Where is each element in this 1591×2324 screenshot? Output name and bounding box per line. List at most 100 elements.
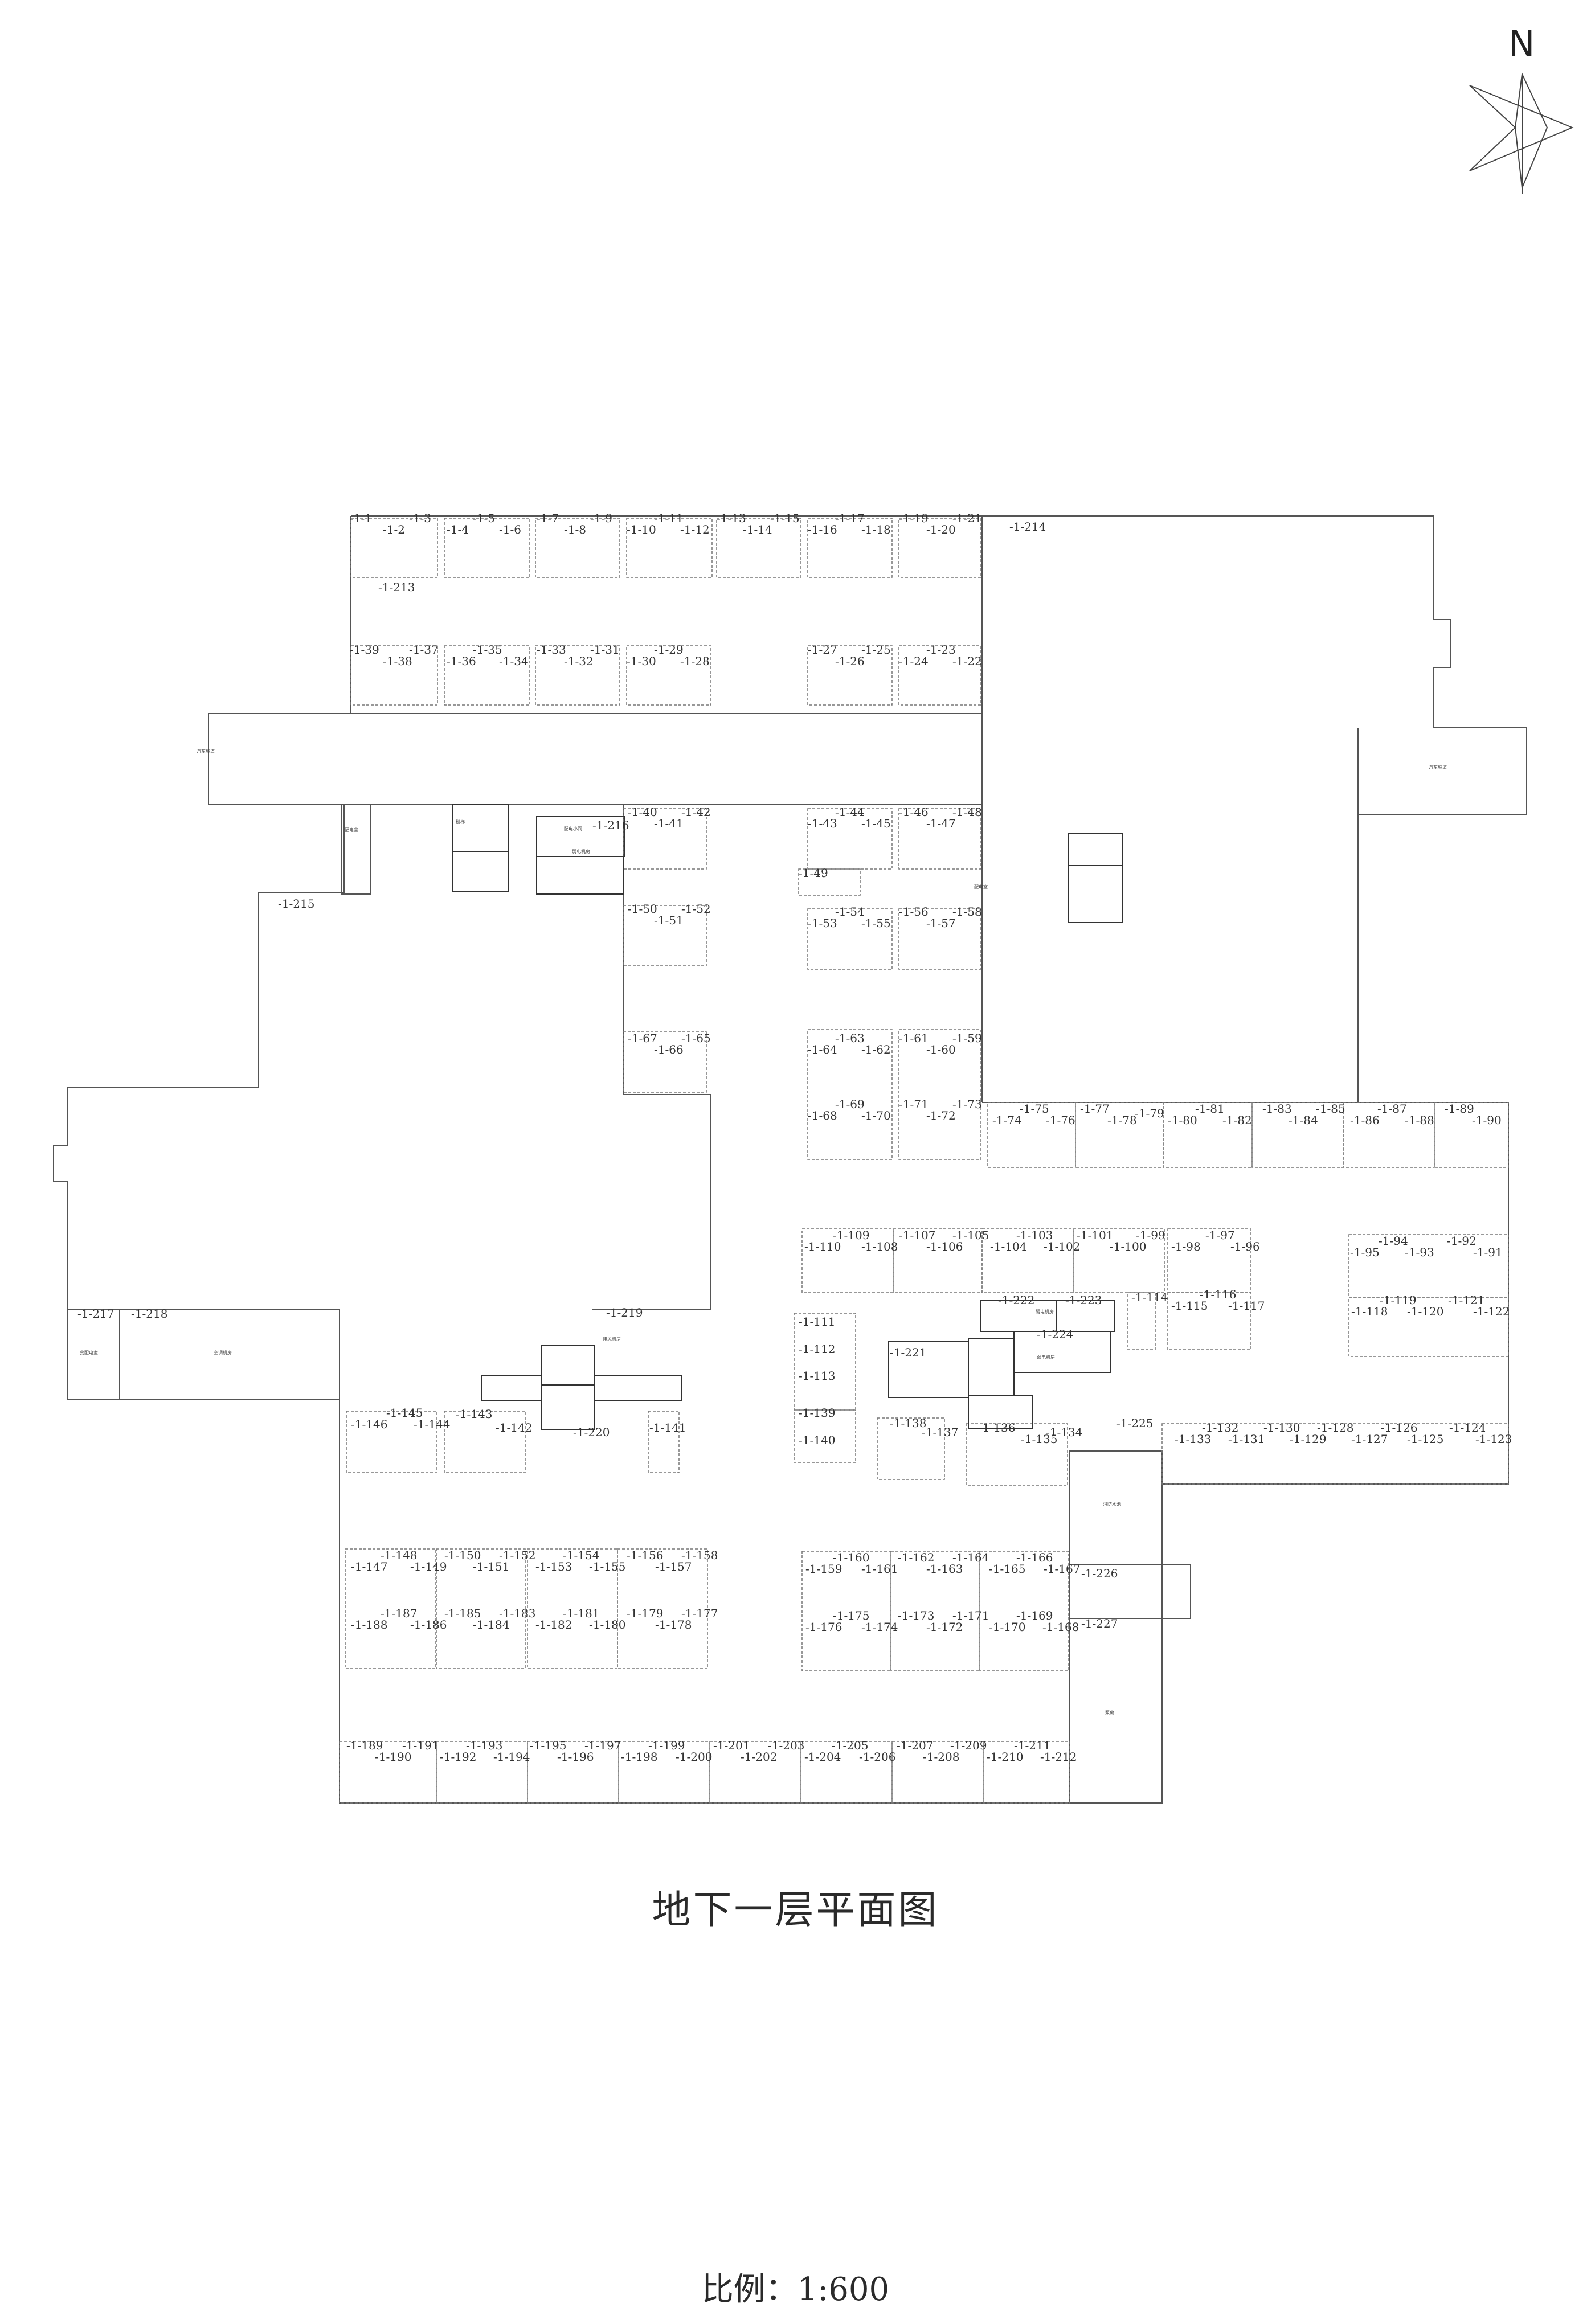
unit-label: -1-79 (1135, 1106, 1164, 1120)
unit-label: -1-154 (563, 1548, 599, 1562)
unit-label: -1-150 (444, 1548, 481, 1562)
unit-label: -1-188 (351, 1618, 387, 1632)
unit-label: -1-8 (564, 523, 586, 536)
unit-label: -1-28 (680, 654, 710, 668)
svg-text:弱电机房: 弱电机房 (572, 849, 590, 854)
unit-label: -1-66 (654, 1043, 684, 1056)
unit-label: -1-43 (808, 817, 837, 830)
unit-label: -1-171 (952, 1609, 989, 1622)
unit-label: -1-81 (1195, 1102, 1225, 1116)
unit-label: -1-142 (496, 1421, 532, 1434)
north-label: N (1508, 23, 1535, 64)
unit-label: -1-27 (808, 643, 837, 657)
unit-label: -1-34 (499, 654, 529, 668)
unit-label: -1-3 (409, 511, 431, 525)
unit-label: -1-147 (351, 1560, 387, 1573)
unit-label: -1-190 (375, 1750, 411, 1764)
unit-label: -1-93 (1405, 1245, 1434, 1259)
unit-label: -1-82 (1222, 1113, 1252, 1127)
unit-label: -1-50 (628, 902, 657, 916)
unit-label: -1-51 (654, 913, 684, 927)
unit-label: -1-114 (1131, 1290, 1168, 1304)
unit-label: -1-41 (654, 817, 684, 830)
unit-label: -1-4 (447, 523, 469, 536)
svg-text:配电小间: 配电小间 (564, 826, 582, 831)
unit-label: -1-120 (1407, 1305, 1443, 1318)
unit-label: -1-71 (899, 1097, 929, 1111)
unit-label: -1-16 (808, 523, 837, 536)
unit-label: -1-177 (681, 1606, 718, 1620)
north-arrow-icon (1469, 72, 1574, 194)
unit-label: -1-127 (1351, 1432, 1388, 1446)
unit-label: -1-91 (1473, 1245, 1503, 1259)
unit-label: -1-20 (926, 523, 956, 536)
unit-label: -1-101 (1077, 1228, 1113, 1242)
unit-label: -1-22 (952, 654, 982, 668)
unit-label: -1-90 (1472, 1113, 1502, 1127)
unit-label: -1-88 (1405, 1113, 1434, 1127)
unit-label: -1-76 (1046, 1113, 1075, 1127)
unit-label: -1-119 (1380, 1293, 1416, 1307)
unit-label: -1-134 (1046, 1425, 1082, 1439)
unit-label: -1-86 (1350, 1113, 1380, 1127)
unit-label: -1-224 (1037, 1327, 1073, 1341)
unit-label: -1-192 (440, 1750, 476, 1764)
unit-label: -1-141 (649, 1421, 686, 1434)
unit-label: -1-14 (743, 523, 772, 536)
unit-label: -1-57 (926, 916, 956, 930)
unit-label: -1-165 (989, 1562, 1025, 1576)
unit-label: -1-155 (589, 1560, 625, 1573)
unit-label: -1-220 (573, 1425, 610, 1439)
unit-label: -1-184 (473, 1618, 509, 1632)
svg-text:楼梯: 楼梯 (456, 819, 465, 825)
unit-label: -1-113 (799, 1369, 835, 1383)
unit-label: -1-111 (799, 1315, 835, 1329)
unit-label: -1-107 (899, 1228, 935, 1242)
unit-label: -1-39 (350, 643, 379, 657)
unit-label: -1-44 (835, 805, 865, 819)
unit-label: -1-167 (1044, 1562, 1080, 1576)
unit-label: -1-186 (410, 1618, 447, 1632)
unit-label: -1-206 (859, 1750, 895, 1764)
unit-label: -1-17 (835, 511, 865, 525)
unit-label: -1-19 (899, 511, 929, 525)
unit-label: -1-97 (1205, 1228, 1235, 1242)
unit-label: -1-33 (537, 643, 566, 657)
unit-label: -1-122 (1473, 1305, 1510, 1318)
unit-label: -1-121 (1448, 1293, 1484, 1307)
unit-label: -1-208 (923, 1750, 959, 1764)
unit-label: -1-87 (1377, 1102, 1407, 1116)
unit-label: -1-98 (1171, 1240, 1201, 1253)
unit-label: -1-83 (1262, 1102, 1292, 1116)
unit-label: -1-157 (655, 1560, 692, 1573)
unit-label: -1-130 (1263, 1421, 1300, 1434)
unit-label: -1-128 (1317, 1421, 1353, 1434)
svg-text:汽车坡道: 汽车坡道 (1429, 764, 1447, 770)
unit-label: -1-108 (861, 1240, 898, 1253)
unit-label: -1-96 (1230, 1240, 1260, 1253)
unit-label: -1-72 (926, 1109, 956, 1122)
unit-label: -1-170 (989, 1620, 1025, 1634)
unit-label: -1-194 (493, 1750, 530, 1764)
unit-label: -1-169 (1016, 1609, 1053, 1622)
unit-label: -1-222 (998, 1293, 1034, 1307)
unit-label: -1-178 (655, 1618, 692, 1632)
unit-label: -1-129 (1290, 1432, 1326, 1446)
unit-label: -1-99 (1136, 1228, 1165, 1242)
unit-label: -1-59 (952, 1031, 982, 1045)
unit-label: -1-109 (833, 1228, 869, 1242)
unit-label: -1-162 (898, 1551, 934, 1564)
unit-label: -1-10 (627, 523, 656, 536)
unit-label: -1-185 (444, 1606, 481, 1620)
unit-label: -1-196 (557, 1750, 594, 1764)
unit-label: -1-125 (1407, 1432, 1443, 1446)
svg-text:排风机房: 排风机房 (603, 1336, 621, 1342)
unit-label: -1-174 (861, 1620, 898, 1634)
unit-label: -1-110 (804, 1240, 841, 1253)
unit-label: -1-138 (890, 1416, 926, 1430)
unit-label: -1-219 (606, 1306, 643, 1319)
svg-text:配电室: 配电室 (974, 884, 988, 890)
unit-label: -1-166 (1016, 1551, 1053, 1564)
unit-label: -1-202 (741, 1750, 777, 1764)
